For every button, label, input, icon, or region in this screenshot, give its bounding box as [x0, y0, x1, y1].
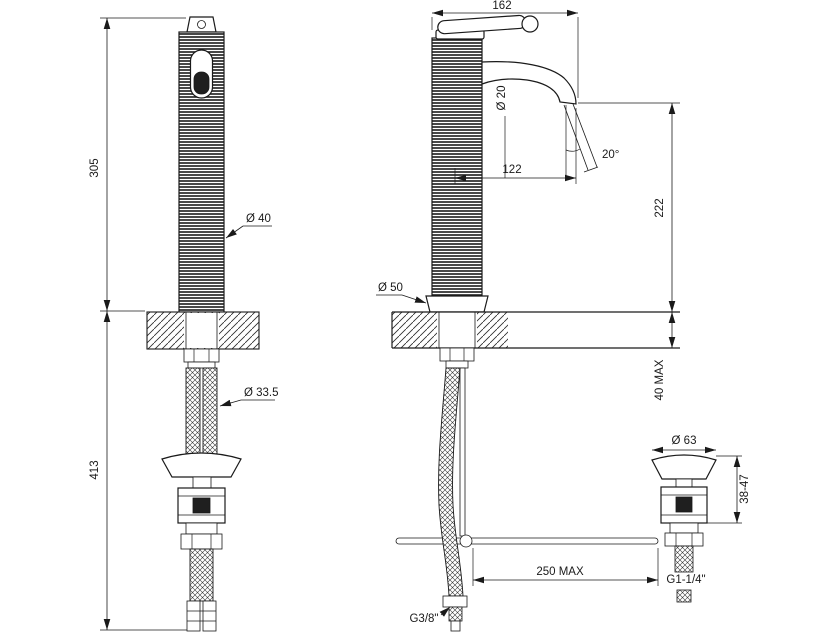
dim-label-162: 162: [492, 0, 511, 12]
side-base-flange: [425, 295, 489, 313]
dim-label-d63: Ø 63: [672, 435, 697, 447]
side-pop-up-rod: [395, 367, 659, 548]
dim-label-d40: Ø 40: [246, 213, 271, 225]
dim-250-max: 250 MAX: [472, 548, 659, 586]
front-view: 305 413 Ø 40 Ø 33.5: [89, 16, 279, 632]
side-handle: [435, 14, 539, 40]
dim-162: 162: [431, 0, 579, 98]
front-handle-lever: [193, 71, 210, 95]
front-handle-window: [189, 49, 214, 99]
label-g114: G1-1/4": [666, 574, 705, 586]
dim-label-d33-5: Ø 33.5: [244, 387, 279, 399]
dim-label-413: 413: [89, 460, 101, 479]
dim-label-d20: Ø 20: [496, 86, 508, 111]
front-pop-up-waste: [161, 452, 242, 632]
side-water-stream: 20°: [563, 103, 619, 178]
dim-label-305: 305: [89, 158, 101, 177]
front-supply-hoses: [185, 367, 218, 457]
dim-122: 122: [454, 108, 577, 184]
dim-base-diameter: Ø 50: [376, 282, 427, 304]
front-top-cap: [186, 16, 217, 33]
dim-40-max: 40 MAX: [654, 312, 676, 400]
dim-hose-diameter: Ø 33.5: [219, 387, 279, 407]
side-spout: [481, 61, 577, 105]
dim-label-d50: Ø 50: [378, 282, 403, 294]
dim-label-222: 222: [654, 198, 666, 217]
front-mounting-nut: [183, 348, 220, 369]
dim-spout-tube-diameter: Ø 20: [496, 86, 508, 178]
side-supply-hose: [438, 367, 468, 632]
handle-knob: [521, 15, 539, 33]
dim-222: 222: [578, 102, 680, 312]
dim-label-122: 122: [502, 164, 521, 176]
rod-pivot-joint: [459, 534, 473, 548]
side-deck: [391, 311, 680, 349]
side-mounting-nut: [439, 347, 475, 369]
label-g38: G3/8": [409, 613, 438, 625]
top-screw-icon: [197, 20, 206, 29]
side-pop-up-waste: [651, 454, 717, 603]
dim-label-250-max: 250 MAX: [536, 566, 584, 578]
thread-supply-callout: G3/8": [409, 606, 451, 625]
dim-38-47: 38-47: [707, 455, 751, 524]
dim-waste-flange-diameter: Ø 63: [652, 435, 716, 454]
dim-label-angle: 20°: [602, 149, 619, 161]
side-view: 20° Ø 20 162 122 222 Ø 50: [376, 0, 751, 632]
dim-body-diameter: Ø 40: [225, 213, 272, 239]
dim-305: 305: [89, 17, 186, 312]
dim-label-40-max: 40 MAX: [654, 359, 666, 400]
side-faucet-body: [431, 37, 483, 313]
dim-413: 413: [89, 311, 187, 631]
dim-label-38-47: 38-47: [739, 474, 751, 503]
front-deck: [146, 311, 260, 350]
